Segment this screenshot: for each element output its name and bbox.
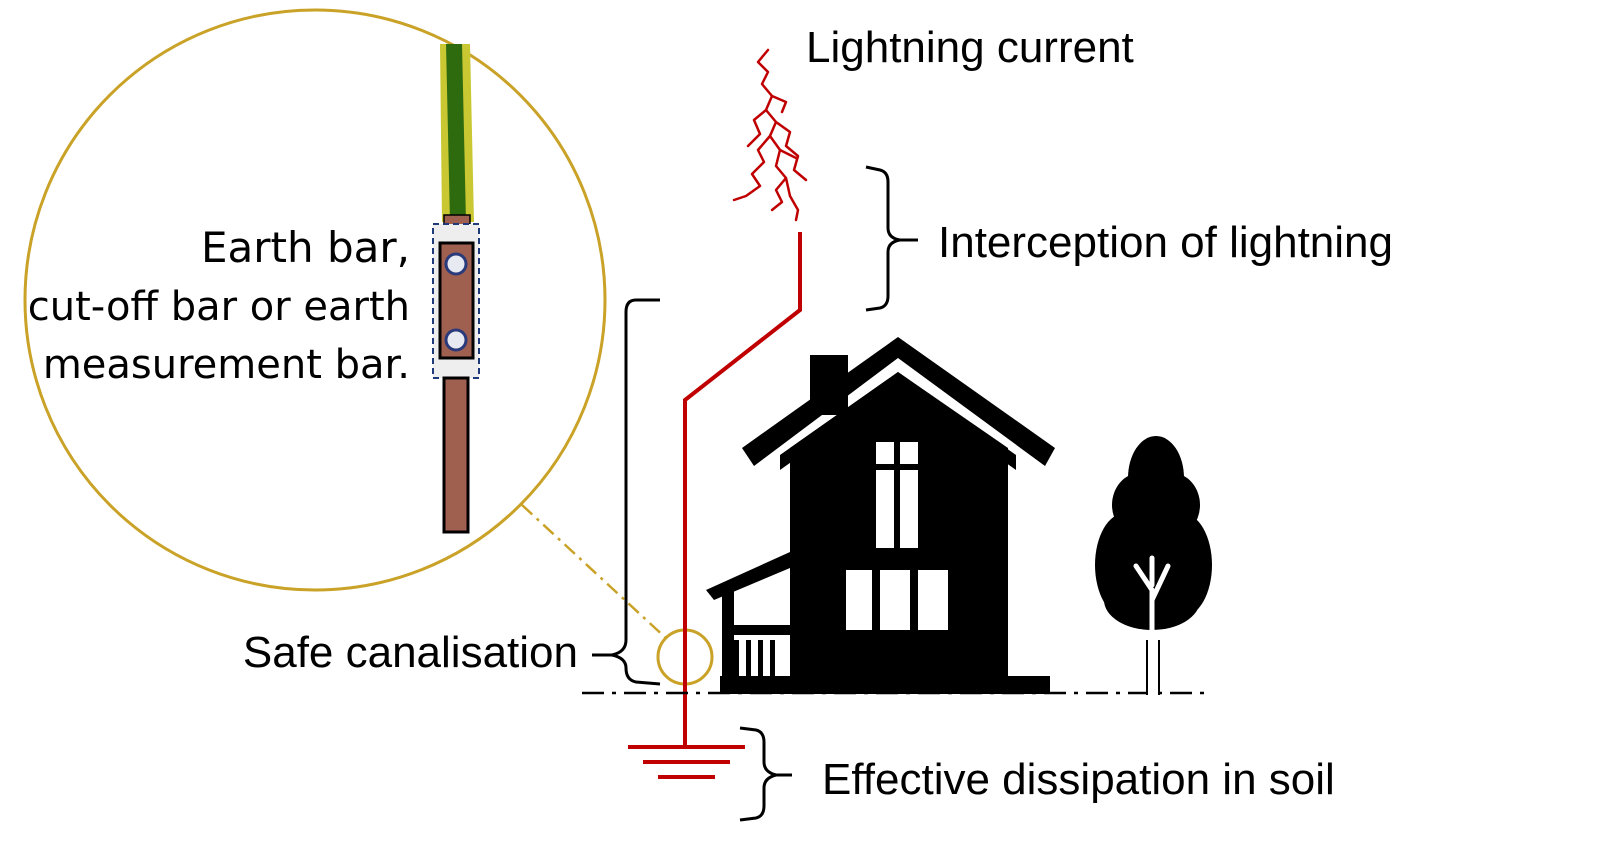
earth-bar-clamp	[432, 223, 480, 379]
label-interception: Interception of lightning	[938, 218, 1393, 267]
label-lightning-current: Lightning current	[806, 23, 1134, 72]
label-dissipation: Effective dissipation in soil	[822, 755, 1335, 804]
callout-text-line2: cut-off bar or earth	[28, 284, 410, 330]
callout-magnifier: Earth bar, cut-off bar or earth measurem…	[23, 8, 714, 686]
interception-brace	[865, 165, 901, 312]
earth-cable	[440, 44, 474, 228]
clamp-bolt-bottom	[444, 328, 468, 352]
callout-text-line3: measurement bar.	[43, 342, 410, 388]
earth-ground-symbol	[628, 745, 745, 779]
canalisation-brace	[611, 298, 661, 686]
lightning-bolt-icon	[732, 48, 808, 222]
house-icon	[706, 337, 1055, 694]
house-windows	[846, 442, 948, 630]
down-conductor	[683, 232, 802, 745]
earth-rod	[442, 376, 470, 534]
callout-text-line1: Earth bar,	[201, 223, 410, 272]
dissipation-brace	[739, 726, 777, 822]
callout-leader-line	[521, 504, 669, 641]
label-safe-canalisation: Safe canalisation	[243, 628, 578, 677]
clamp-bolt-top	[444, 252, 468, 276]
tree-icon	[1095, 436, 1212, 695]
